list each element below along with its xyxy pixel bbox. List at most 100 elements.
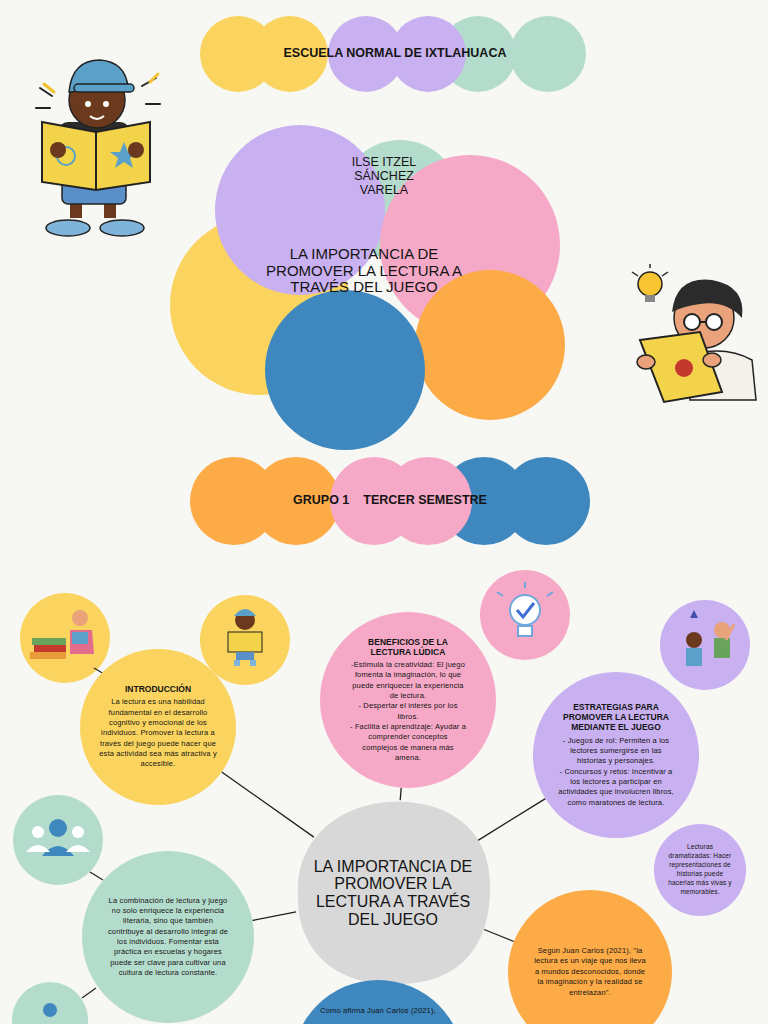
lightbulb-icon-part-part: [497, 592, 503, 596]
node-text: - Concursos y retos: Incentivar a los le…: [555, 767, 677, 808]
bottom-icon: [12, 982, 88, 1024]
lightbulb-icon-part: [510, 595, 540, 625]
node-text: ESCUELA NORMAL DE IXTLAHUACA: [284, 46, 507, 62]
boy-reading-figure-part-part: [36, 107, 50, 109]
boy-reading-figure-part: [100, 220, 144, 236]
circle-fill: [320, 612, 496, 788]
two-kids-icon: [660, 600, 750, 690]
connector-line: [400, 788, 402, 801]
bottom-icon-part: [43, 1003, 57, 1017]
circle-fill: [654, 824, 746, 916]
strategies-circle: ESTRATEGIAS PARA PROMOVER LA LECTURA MED…: [533, 672, 699, 838]
two-kids-icon-part: [714, 638, 730, 658]
kid-with-glasses-figure-part: [645, 295, 655, 302]
node-text: Lecturas dramatizadas: Hacer representac…: [667, 843, 733, 897]
connector: [400, 788, 402, 801]
boy-reading-figure-part: [128, 142, 144, 158]
people-icon-part: [26, 845, 50, 852]
mini-boy-icon: [200, 595, 290, 685]
connector-line: [476, 799, 546, 842]
kid-with-glasses-figure-part: [675, 359, 693, 377]
benefits-circle: BENEFICIOS DE LA LECTURA LÚDICA -Estimula…: [320, 612, 496, 788]
people-icon-part: [49, 819, 67, 837]
circle-fill: [533, 672, 699, 838]
node-text: -Estimula la creatividad: El juego fomen…: [350, 660, 466, 701]
kid-with-glasses-figure-part: [703, 353, 721, 367]
text-block: LA IMPORTANCIA DE PROMOVER LA LECTURA A …: [264, 246, 464, 296]
kid-with-glasses-figure-part: [672, 280, 742, 318]
central-topic: LA IMPORTANCIA DE PROMOVER LA LECTURA A …: [294, 800, 492, 986]
text-block: BENEFICIOS DE LA LECTURA LÚDICA -Estimula…: [350, 637, 466, 764]
blob-fill: [298, 802, 490, 984]
node-text: ESTRATEGIAS PARA PROMOVER LA LECTURA MED…: [555, 702, 677, 733]
text-block: INTRODUCCIÓNLa lectura es una habilidad …: [99, 684, 217, 770]
two-kids-icon-part: [686, 648, 702, 666]
node-text: GRUPO 1: [293, 493, 349, 509]
boy-reading-figure-part: [74, 84, 134, 92]
node-text: LA IMPORTANCIA DE PROMOVER LA LECTURA A …: [307, 858, 479, 928]
kid-with-glasses-figure-part-part: [662, 272, 668, 276]
books-girl-icon-part: [20, 593, 110, 683]
mini-boy-icon-part: [250, 660, 256, 666]
mini-boy-icon-part: [228, 632, 262, 652]
text-block: Según Juan Carlos (2021), "la lectura es…: [531, 946, 649, 998]
node-text: LA IMPORTANCIA DE PROMOVER LA LECTURA A …: [264, 246, 464, 296]
boy-reading-figure-part-part: [150, 74, 158, 82]
kid-with-glasses-figure-part: [700, 321, 706, 323]
text-block: ESTRATEGIAS PARA PROMOVER LA LECTURA MED…: [555, 702, 677, 808]
kid-with-glasses-figure-part: [637, 355, 655, 369]
decor-circle: [265, 290, 425, 450]
circle-shape: [533, 672, 699, 838]
node-text: Como afirma Juan Carlos (2021),: [303, 1006, 453, 1016]
lightbulb-icon-part: [480, 570, 570, 660]
circle-fill: [292, 980, 464, 1024]
quote-circle-bottom: Como afirma Juan Carlos (2021),: [292, 980, 464, 1024]
node-text: TERCER SEMESTRE: [363, 493, 487, 509]
node-text: BENEFICIOS DE LA LECTURA LÚDICA: [350, 637, 466, 657]
lightbulb-icon-part: [518, 626, 532, 636]
conclusion-circle: La combinación de lectura y juego no sol…: [82, 851, 254, 1023]
lightbulb-icon-part-part: [547, 592, 553, 596]
text-block: GRUPO 1 TERCER SEMESTRE: [293, 493, 487, 509]
lightbulb-icon: [480, 570, 570, 660]
kid-with-glasses-figure-part-part: [632, 272, 638, 276]
kid-with-glasses-figure-part: [638, 272, 662, 296]
title-band: ESCUELA NORMAL DE IXTLAHUACA: [196, 12, 594, 96]
two-kids-icon-part: [726, 624, 734, 640]
leader-line-part: [82, 988, 96, 998]
text-block: LA IMPORTANCIA DE PROMOVER LA LECTURA A …: [307, 858, 479, 928]
text-block: ILSE ITZEL SÁNCHEZ VARELA: [334, 156, 434, 197]
people-icon-part: [66, 845, 90, 852]
leader-line-part: [90, 872, 103, 880]
node-text: - Despertar el interés por los libros.: [350, 701, 466, 722]
text-block: Lecturas dramatizadas: Hacer representac…: [667, 843, 733, 897]
kid-with-glasses-figure-part: [632, 264, 668, 276]
kid-with-glasses-figure-part: [706, 314, 722, 330]
decor-circle: [502, 457, 590, 545]
boy-reading-figure-part: [103, 101, 109, 107]
connector-line: [222, 772, 314, 837]
mini-boy-icon-part: [235, 610, 255, 630]
boy-reading-figure-part: [90, 116, 104, 119]
bottom-icon-part: [12, 982, 88, 1024]
books-girl-icon-part: [72, 610, 88, 626]
kid-with-glasses-figure-part-part: [649, 264, 651, 268]
connector: [252, 912, 296, 921]
mini-boy-icon-part: [200, 595, 290, 685]
mini-boy-icon-part: [236, 652, 254, 660]
text-block: ESCUELA NORMAL DE IXTLAHUACA: [284, 46, 507, 62]
circle-fill: [80, 649, 236, 805]
circle-shape: [292, 980, 464, 1024]
decor-circle: [510, 16, 586, 92]
connector-line: [252, 912, 296, 921]
books-girl-icon-part: [34, 645, 66, 652]
text-block: La combinación de lectura y juego no sol…: [105, 896, 231, 979]
title-cluster: ILSE ITZEL SÁNCHEZ VARELA LA IMPORTANCIA …: [168, 118, 600, 458]
boy-reading-figure-part: [85, 101, 91, 107]
text-block: Como afirma Juan Carlos (2021),: [303, 1006, 453, 1016]
group-band: GRUPO 1 TERCER SEMESTRE: [188, 455, 592, 547]
people-icon: [13, 795, 103, 885]
lightbulb-icon-part: [497, 582, 553, 596]
boy-reading-figure-part: [46, 220, 90, 236]
